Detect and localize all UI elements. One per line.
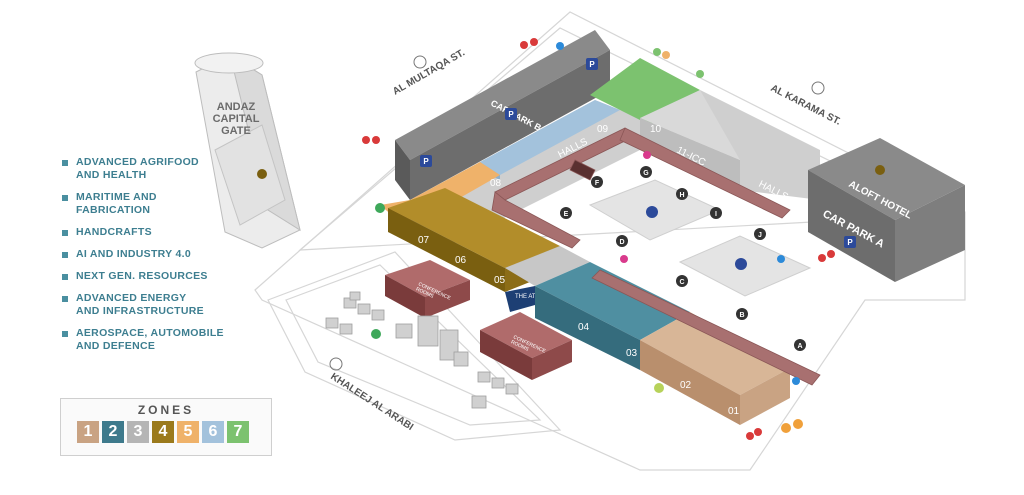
the-atrium: THE ATRIUM — [505, 246, 590, 312]
legend-item: NEXT GEN. RESOURCES — [62, 270, 262, 283]
zone-1-halls: 02 01 — [640, 312, 790, 425]
concourse-b: B — [739, 312, 744, 319]
street-khaleej: KHALEEJ AL ARABI — [328, 371, 415, 433]
sector-legend: ADVANCED AGRIFOOD AND HEALTH MARITIME AN… — [62, 156, 262, 362]
svg-text:P: P — [423, 157, 429, 166]
svg-text:P: P — [589, 60, 595, 69]
zones-key: ZONES 1 2 3 4 5 6 7 — [60, 398, 272, 456]
hotel-icon — [257, 169, 267, 179]
concourse-f: F — [595, 180, 600, 187]
hall-05: 05 — [494, 275, 506, 286]
zone-6: 6 — [202, 421, 224, 443]
legend-label: ADVANCED AGRIFOOD AND HEALTH — [76, 156, 199, 181]
legend-label: NEXT GEN. RESOURCES — [76, 270, 208, 282]
hall-09: 09 — [597, 124, 609, 135]
hall-08: 08 — [490, 178, 502, 189]
legend-item: MARITIME AND FABRICATION — [62, 191, 262, 217]
svg-text:P: P — [847, 238, 853, 247]
car-park-b: CAR PARK B P P P — [395, 30, 610, 200]
hall-07: 07 — [418, 235, 430, 246]
concourses — [491, 127, 821, 386]
hall-02: 02 — [680, 380, 692, 391]
legend-item: AEROSPACE, AUTOMOBILE AND DEFENCE — [62, 327, 262, 353]
legend-bullet — [62, 160, 68, 166]
svg-text:P: P — [508, 110, 514, 119]
legend-item: AI AND INDUSTRY 4.0 — [62, 248, 262, 261]
legend-label: MARITIME AND FABRICATION — [76, 191, 157, 216]
legend-item: ADVANCED AGRIFOOD AND HEALTH — [62, 156, 262, 182]
service-buildings — [325, 291, 519, 409]
legend-bullet — [62, 296, 68, 302]
legend-bullet — [62, 195, 68, 201]
zone-2: 2 — [102, 421, 124, 443]
concourse-g: G — [643, 170, 649, 177]
hall-03: 03 — [626, 348, 638, 359]
zone-7: 7 — [227, 421, 249, 443]
concourse-i: I — [715, 211, 717, 218]
zone-1: 1 — [77, 421, 99, 443]
aloft-car-park-a: ALOFT HOTEL CAR PARK A P — [808, 138, 965, 282]
zones-title: ZONES — [137, 403, 195, 417]
legend-bullet — [62, 230, 68, 236]
street-al-karama: AL KARAMA ST. — [769, 83, 843, 128]
zone-5: 5 — [177, 421, 199, 443]
concourse-markers: A B C D E F G H I J — [560, 166, 806, 351]
concourse-j: J — [758, 232, 762, 239]
legend-item: HANDCRAFTS — [62, 226, 262, 239]
zones-row: 1 2 3 4 5 6 7 — [77, 421, 249, 443]
zone-4: 4 — [152, 421, 174, 443]
legend-bullet — [62, 252, 68, 258]
legend-label: AI AND INDUSTRY 4.0 — [76, 248, 191, 260]
zone-2-halls: 04 03 — [535, 262, 690, 370]
street-al-multaqa: AL MULTAQA ST. — [391, 47, 467, 97]
concourse-c: C — [679, 279, 684, 286]
concourse-e: E — [564, 211, 569, 218]
concourse-h: H — [679, 192, 684, 199]
hall-10: 10 — [650, 124, 662, 135]
legend-item: ADVANCED ENERGY AND INFRASTRUCTURE — [62, 292, 262, 318]
hall-01: 01 — [728, 406, 740, 417]
concourse-a: A — [797, 343, 802, 350]
legend-label: HANDCRAFTS — [76, 226, 152, 238]
hall-04: 04 — [578, 322, 590, 333]
concourse-d: D — [619, 239, 624, 246]
legend-label: AEROSPACE, AUTOMOBILE AND DEFENCE — [76, 327, 224, 352]
amenity-markers — [362, 38, 835, 440]
hotel-icon — [875, 165, 885, 175]
info-icon — [646, 206, 658, 218]
zone-3: 3 — [127, 421, 149, 443]
legend-label: ADVANCED ENERGY AND INFRASTRUCTURE — [76, 292, 204, 317]
conference-blocks: CONFERENCEROOMS CONFERENCEROOMS — [385, 260, 572, 380]
info-icon — [735, 258, 747, 270]
hall-06: 06 — [455, 255, 467, 266]
legend-bullet — [62, 331, 68, 337]
atrium-label: THE ATRIUM — [515, 294, 551, 300]
legend-bullet — [62, 274, 68, 280]
